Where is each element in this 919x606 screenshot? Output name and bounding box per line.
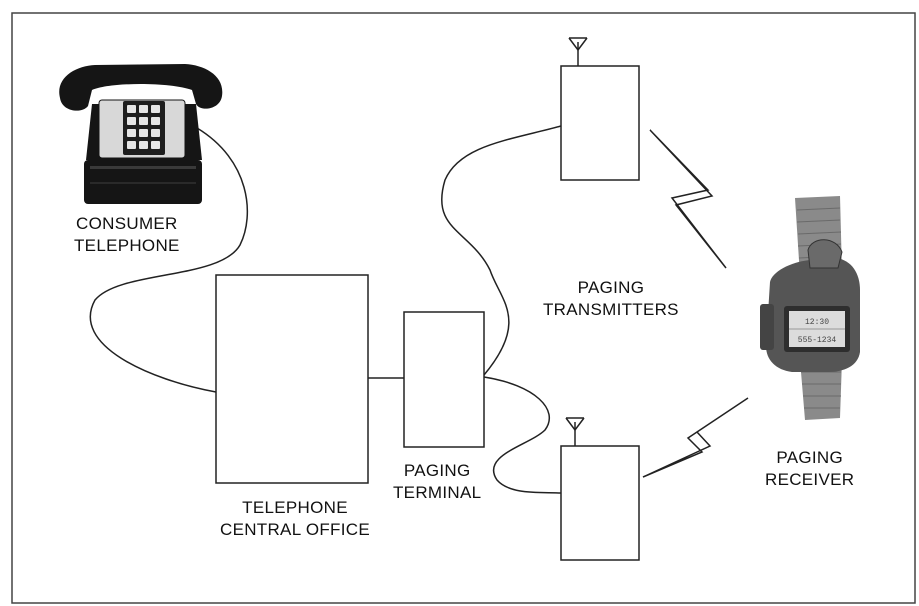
watch-display-number: 555-1234	[798, 336, 837, 345]
paging-receiver-label-line1: PAGING	[776, 448, 843, 467]
diagram-frame	[11, 12, 916, 604]
telephone-icon	[59, 64, 223, 204]
paging-receiver-watch-icon	[760, 196, 860, 420]
bottom-signal-bolt-icon	[642, 397, 749, 478]
consumer-telephone-label-line2: TELEPHONE	[74, 236, 180, 255]
phone-to-office-wire	[89, 127, 249, 393]
consumer-telephone-label-line1: CONSUMER	[76, 214, 178, 233]
central-office-label: TELEPHONE CENTRAL OFFICE	[220, 497, 370, 541]
watch-display-time: 12:30	[805, 318, 829, 327]
central-office-label-line2: CENTRAL OFFICE	[220, 520, 370, 539]
paging-terminal-label-line2: TERMINAL	[393, 483, 482, 502]
paging-transmitters-label: PAGING TRANSMITTERS	[543, 277, 679, 321]
bottom-antenna-icon	[565, 417, 585, 446]
bottom-transmitter-box	[560, 445, 640, 561]
paging-terminal-label: PAGING TERMINAL	[393, 460, 481, 504]
top-antenna-icon	[568, 37, 588, 66]
top-transmitter-box	[560, 65, 640, 181]
consumer-telephone-label: CONSUMER TELEPHONE	[74, 213, 180, 257]
central-office-box	[215, 274, 369, 484]
paging-transmitters-label-line1: PAGING	[577, 278, 645, 297]
paging-terminal-box	[403, 311, 485, 448]
terminal-to-top-transmitter-wire	[440, 125, 562, 376]
paging-receiver-label: PAGING RECEIVER	[765, 447, 854, 491]
paging-receiver-label-line2: RECEIVER	[765, 470, 855, 489]
paging-transmitters-label-line2: TRANSMITTERS	[543, 300, 679, 319]
paging-terminal-label-line1: PAGING	[403, 461, 471, 480]
top-transmitter	[560, 37, 640, 181]
top-signal-bolt-icon	[649, 129, 727, 269]
bottom-transmitter	[560, 417, 640, 561]
terminal-to-bottom-transmitter-wire	[483, 376, 562, 494]
central-office-label-line1: TELEPHONE	[242, 498, 348, 517]
